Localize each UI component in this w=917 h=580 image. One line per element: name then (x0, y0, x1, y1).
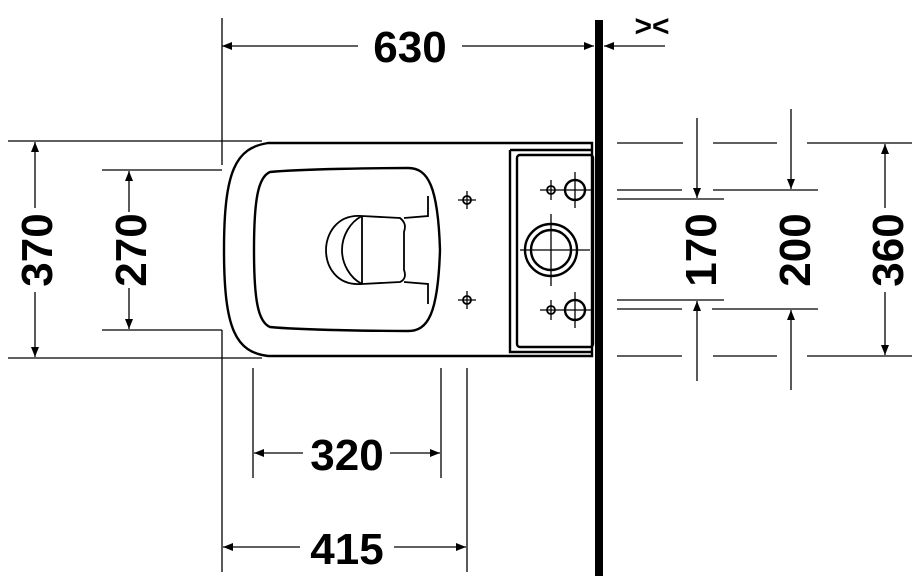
fixing-point-icon (458, 191, 476, 209)
wall-line (595, 20, 603, 576)
dim-label-370: 370 (13, 213, 62, 286)
dim-seat-width: 270 (102, 169, 223, 368)
wall-gap-symbol: >< (634, 10, 669, 43)
tank-hole-icon (540, 292, 592, 328)
dim-fixing-mid: 200 (617, 109, 820, 390)
dim-label-320: 320 (310, 431, 383, 480)
dim-fixing-inner: 170 (617, 118, 777, 381)
dim-label-200: 200 (771, 213, 820, 286)
dim-label-270: 270 (107, 213, 156, 286)
dim-tank-width: 360 (807, 142, 913, 357)
dim-overall-width: 370 (8, 140, 262, 359)
dim-label-170: 170 (677, 213, 726, 286)
tank-hole-icon (540, 172, 592, 208)
dim-label-415: 415 (310, 525, 383, 574)
fixing-point-icon (458, 291, 476, 309)
toilet-bowl (222, 141, 594, 358)
dim-label-360: 360 (864, 213, 913, 286)
dim-overall-depth: 630 >< (221, 10, 670, 165)
dim-bowl-to-fixing: 415 (221, 368, 468, 574)
cistern-tank (508, 148, 595, 354)
dim-label-630: 630 (373, 23, 446, 72)
dim-seat-opening-depth: 320 (252, 368, 442, 480)
